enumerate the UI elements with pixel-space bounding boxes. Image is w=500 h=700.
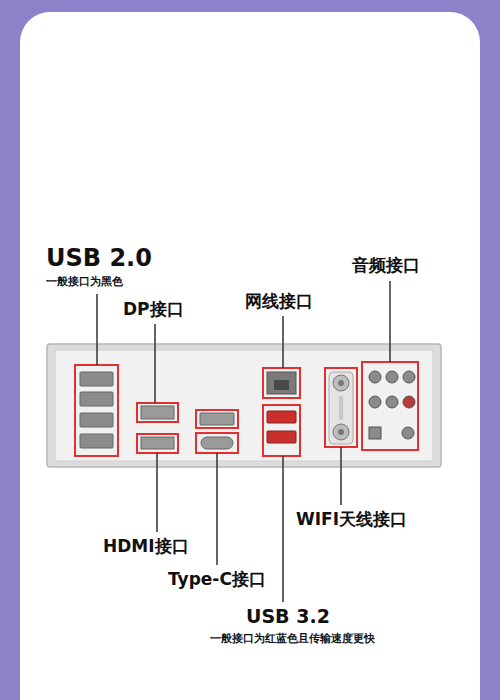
highlight-box [137, 403, 178, 422]
usb32-port [267, 411, 296, 423]
leader-line [282, 456, 284, 602]
audio-jack [403, 396, 415, 408]
leader-line [389, 281, 391, 362]
usb-port [200, 413, 234, 425]
leader-line [154, 324, 156, 403]
antenna-pin [338, 429, 344, 435]
audio-jack [386, 396, 398, 408]
port-label: DP接口 [123, 300, 184, 320]
port-title: USB 2.0 [46, 245, 152, 273]
usb32-port [267, 431, 296, 443]
antenna-connector [333, 424, 349, 440]
hdmi-port [141, 437, 174, 449]
leader-line [96, 294, 98, 365]
port-label: WIFI天线接口 [296, 510, 407, 530]
leader-line [216, 453, 218, 565]
audio-jack [369, 396, 381, 408]
optical-port [369, 427, 381, 439]
port-note: 一般接口为黑色 [46, 276, 123, 289]
shield-plate [47, 344, 441, 467]
antenna-connector [333, 375, 349, 391]
port-label: HDMI接口 [103, 537, 189, 557]
audio-jack [386, 371, 398, 383]
port-title: USB 3.2 [246, 606, 330, 628]
highlight-box [263, 368, 300, 398]
audio-jack [402, 427, 414, 439]
usb2-port [80, 434, 113, 448]
typec-port [201, 437, 233, 449]
highlight-box [263, 405, 300, 456]
port-label: 网线接口 [245, 292, 313, 312]
highlight-box [325, 368, 357, 447]
shield-face [55, 350, 433, 461]
audio-jack [403, 371, 415, 383]
port-label: 音频接口 [352, 256, 420, 276]
highlight-box [137, 434, 178, 453]
leader-line [340, 447, 342, 505]
antenna-slot [339, 396, 343, 420]
port-label: Type-C接口 [168, 570, 266, 590]
antenna-panel [329, 372, 353, 444]
usb2-port [80, 413, 113, 427]
highlight-box [196, 410, 238, 428]
leader-line [282, 316, 284, 368]
ethernet-jack [274, 380, 289, 390]
antenna-pin [338, 380, 344, 386]
highlight-box [196, 433, 238, 453]
highlight-box [362, 362, 418, 450]
ethernet-port [267, 372, 296, 394]
highlight-box [75, 365, 118, 456]
leader-line [156, 453, 158, 532]
usb2-port [80, 392, 113, 406]
usb2-port [80, 372, 113, 386]
audio-jack [369, 371, 381, 383]
port-note: 一般接口为红蓝色且传输速度更快 [210, 632, 375, 644]
dp-port [141, 406, 174, 419]
